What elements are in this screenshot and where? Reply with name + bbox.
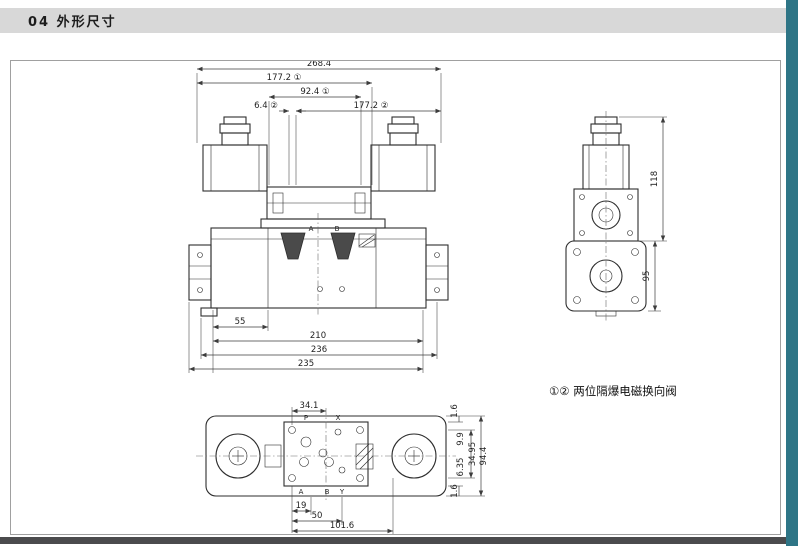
footer-bar (0, 537, 786, 544)
bottom-bottom-dimensions: 19 50 101.6 (291, 478, 394, 534)
dim-34-1: 34.1 (300, 401, 319, 411)
dim-1-6-top: 1.6 (450, 404, 460, 418)
right-cable-gland (387, 116, 419, 146)
right-end-cap (425, 244, 449, 301)
dim-50: 50 (312, 511, 323, 521)
main-valve-body (200, 227, 427, 317)
subplate (260, 218, 386, 229)
front-port-b-label: B (335, 225, 340, 233)
hatched-block (355, 443, 374, 470)
left-cable-gland (219, 116, 251, 146)
drawing-note: ①② 两位隔爆电磁换向阀 (549, 384, 677, 398)
front-bottom-dimensions: 55 210 236 235 (188, 302, 438, 373)
port-b-boss (330, 232, 356, 260)
hatched-detail (358, 233, 376, 248)
dim-210: 210 (310, 331, 326, 341)
dim-101-6: 101.6 (330, 521, 354, 531)
right-accent-stripe (786, 0, 798, 546)
bottom-port-p-label: P (304, 414, 308, 422)
dim-9-9: 9.9 (456, 432, 466, 446)
bottom-right-dimensions: 1.6 9.9 6.35 34.95 94.4 1.6 (446, 404, 489, 498)
side-cable-gland (590, 116, 622, 146)
front-top-dimensions: 268.4 177.2 ① 92.4 ① 6.4 ② 177.2 ② (196, 61, 442, 185)
right-solenoid (370, 144, 436, 192)
dim-95: 95 (642, 271, 652, 282)
front-port-a-label: A (309, 225, 314, 233)
dim-55: 55 (235, 317, 246, 327)
section-title: 04 外形尺寸 (28, 15, 117, 30)
dim-94-4: 94.4 (479, 447, 489, 466)
bottom-port-a-label: A (299, 488, 304, 496)
bottom-port-x-label: X (336, 414, 341, 422)
section-header: 04 外形尺寸 (0, 8, 786, 33)
bottom-view: P X A B Y 34.1 (196, 401, 489, 534)
technical-drawing: A B 268.4 177.2 ① 92.4 ① (188, 61, 677, 534)
dim-1-6-bottom: 1.6 (450, 484, 460, 498)
dim-6-4: 6.4 ② (254, 101, 278, 111)
pilot-valve-body (266, 186, 372, 220)
side-view: 118 95 (565, 111, 667, 323)
port-a-boss (280, 232, 306, 260)
bottom-top-dimension: 34.1 (291, 401, 326, 425)
drawing-panel: A B 268.4 177.2 ① 92.4 ① (10, 60, 781, 535)
front-view: A B 268.4 177.2 ① 92.4 ① (188, 61, 449, 373)
dim-118: 118 (650, 171, 660, 187)
dim-34-95: 34.95 (468, 442, 478, 466)
dim-236: 236 (311, 345, 327, 355)
dim-19: 19 (296, 501, 307, 511)
dim-92: 92.4 ① (300, 87, 329, 97)
left-end-cap (188, 244, 212, 301)
bottom-lug (200, 307, 218, 317)
bottom-port-y-label: Y (339, 488, 345, 496)
left-solenoid (202, 144, 268, 192)
dim-235: 235 (298, 359, 314, 369)
dim-177-1: 177.2 ① (267, 73, 302, 83)
side-dimensions: 118 95 (619, 116, 667, 312)
dim-177-2: 177.2 ② (354, 101, 389, 111)
dim-overall-length: 268.4 (307, 61, 331, 69)
dim-6-35: 6.35 (456, 458, 466, 477)
bottom-port-b-label: B (325, 488, 330, 496)
